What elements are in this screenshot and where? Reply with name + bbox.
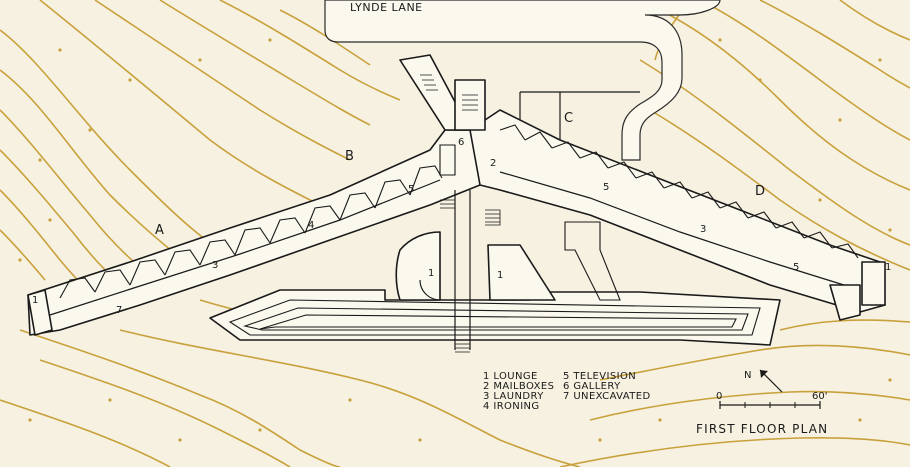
scale-start-label: 0 [716,391,722,402]
legend-item-5: 5 TELEVISION [563,371,636,382]
plan-title: FIRST FLOOR PLAN [696,422,828,436]
scale-bar: 0 60' [716,391,827,409]
wing-label-b: B [345,149,354,164]
legend-item-3: 3 LAUNDRY [483,391,544,402]
legend-item-7: 7 UNEXCAVATED [563,391,651,402]
wing-label-a: A [155,223,164,238]
room-lounge-center-a: 1 [428,268,434,279]
room-laundry-a: 3 [212,260,218,271]
legend-item-1: 1 LOUNGE [483,371,538,382]
room-gallery: 6 [458,137,464,148]
legend-item-4: 4 IRONING [483,401,540,412]
wing-label-d: D [755,184,765,199]
north-arrow-icon: N [744,369,783,393]
room-mailboxes: 2 [490,158,496,169]
room-lounge-right: 1 [885,262,891,273]
room-tv-c: 5 [603,182,609,193]
legend-item-2: 2 MAILBOXES [483,381,554,392]
lynde-lane-road [324,0,721,161]
legend-item-6: 6 GALLERY [563,381,621,392]
road-label: LYNDE LANE [350,1,423,14]
room-laundry-d: 3 [700,224,706,235]
contour-dots [18,38,892,442]
room-units [59,74,859,299]
room-tv-d: 5 [793,262,799,273]
room-lounge-center-b: 1 [497,270,503,281]
north-label: N [744,370,751,381]
scale-end-label: 60' [812,391,827,402]
room-lounge-left: 1 [32,295,38,306]
room-legend: 1 LOUNGE 2 MAILBOXES 3 LAUNDRY 4 IRONING… [483,371,651,412]
room-ironing: 4 [308,220,314,231]
room-unexcavated: 7 [116,305,122,316]
dormitory-building [27,54,886,353]
wing-label-c: C [564,111,573,126]
room-tv-b: 5 [408,184,414,195]
